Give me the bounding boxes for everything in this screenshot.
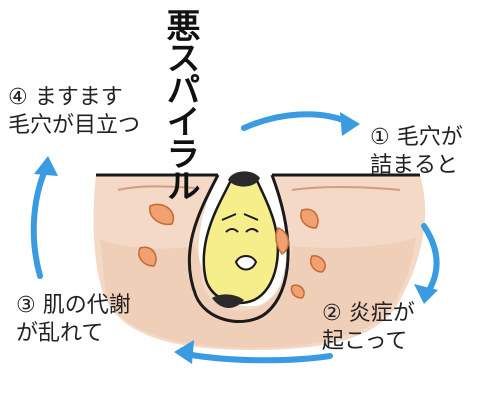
inflammation-marks [138,203,326,299]
diagram-title: 悪スパイラル [160,8,200,200]
sebum-face [221,213,259,271]
step-3-line2: が乱れて [16,321,104,346]
step-1-label: ① 毛穴が 詰まると [370,124,463,180]
step-3-label: ③ 肌の代謝 が乱れて [16,292,131,348]
arrowhead-right [414,284,438,304]
step-1-line2: 詰まると [370,153,459,178]
step-2-line1: ② 炎症が [322,301,415,326]
arrowheads [34,112,438,364]
bottom-dirt [212,294,244,308]
step-4-line1: ④ ますます [8,85,123,110]
arrow-right [421,223,440,295]
step-2-label: ② 炎症が 起こって [322,300,415,356]
arrowhead-left [34,156,58,176]
arrowhead-top [340,112,360,136]
arrow-left [30,165,49,279]
sebum-plug [202,176,280,305]
cycle-arrows [30,111,440,364]
step-4-label: ④ ますます 毛穴が目立つ [8,84,140,140]
step-4-line2: 毛穴が目立つ [8,113,141,138]
blackhead-top [228,171,260,187]
arrowhead-bottom [174,340,194,364]
arrow-top [241,111,351,131]
step-2-line2: 起こって [322,329,408,354]
step-3-line1: ③ 肌の代謝 [16,293,131,318]
skin-texture [117,185,401,191]
skin-deeper-layer [100,238,416,348]
pore-outline [187,174,290,324]
arrow-bottom [183,351,333,364]
step-1-line1: ① 毛穴が [370,125,463,150]
